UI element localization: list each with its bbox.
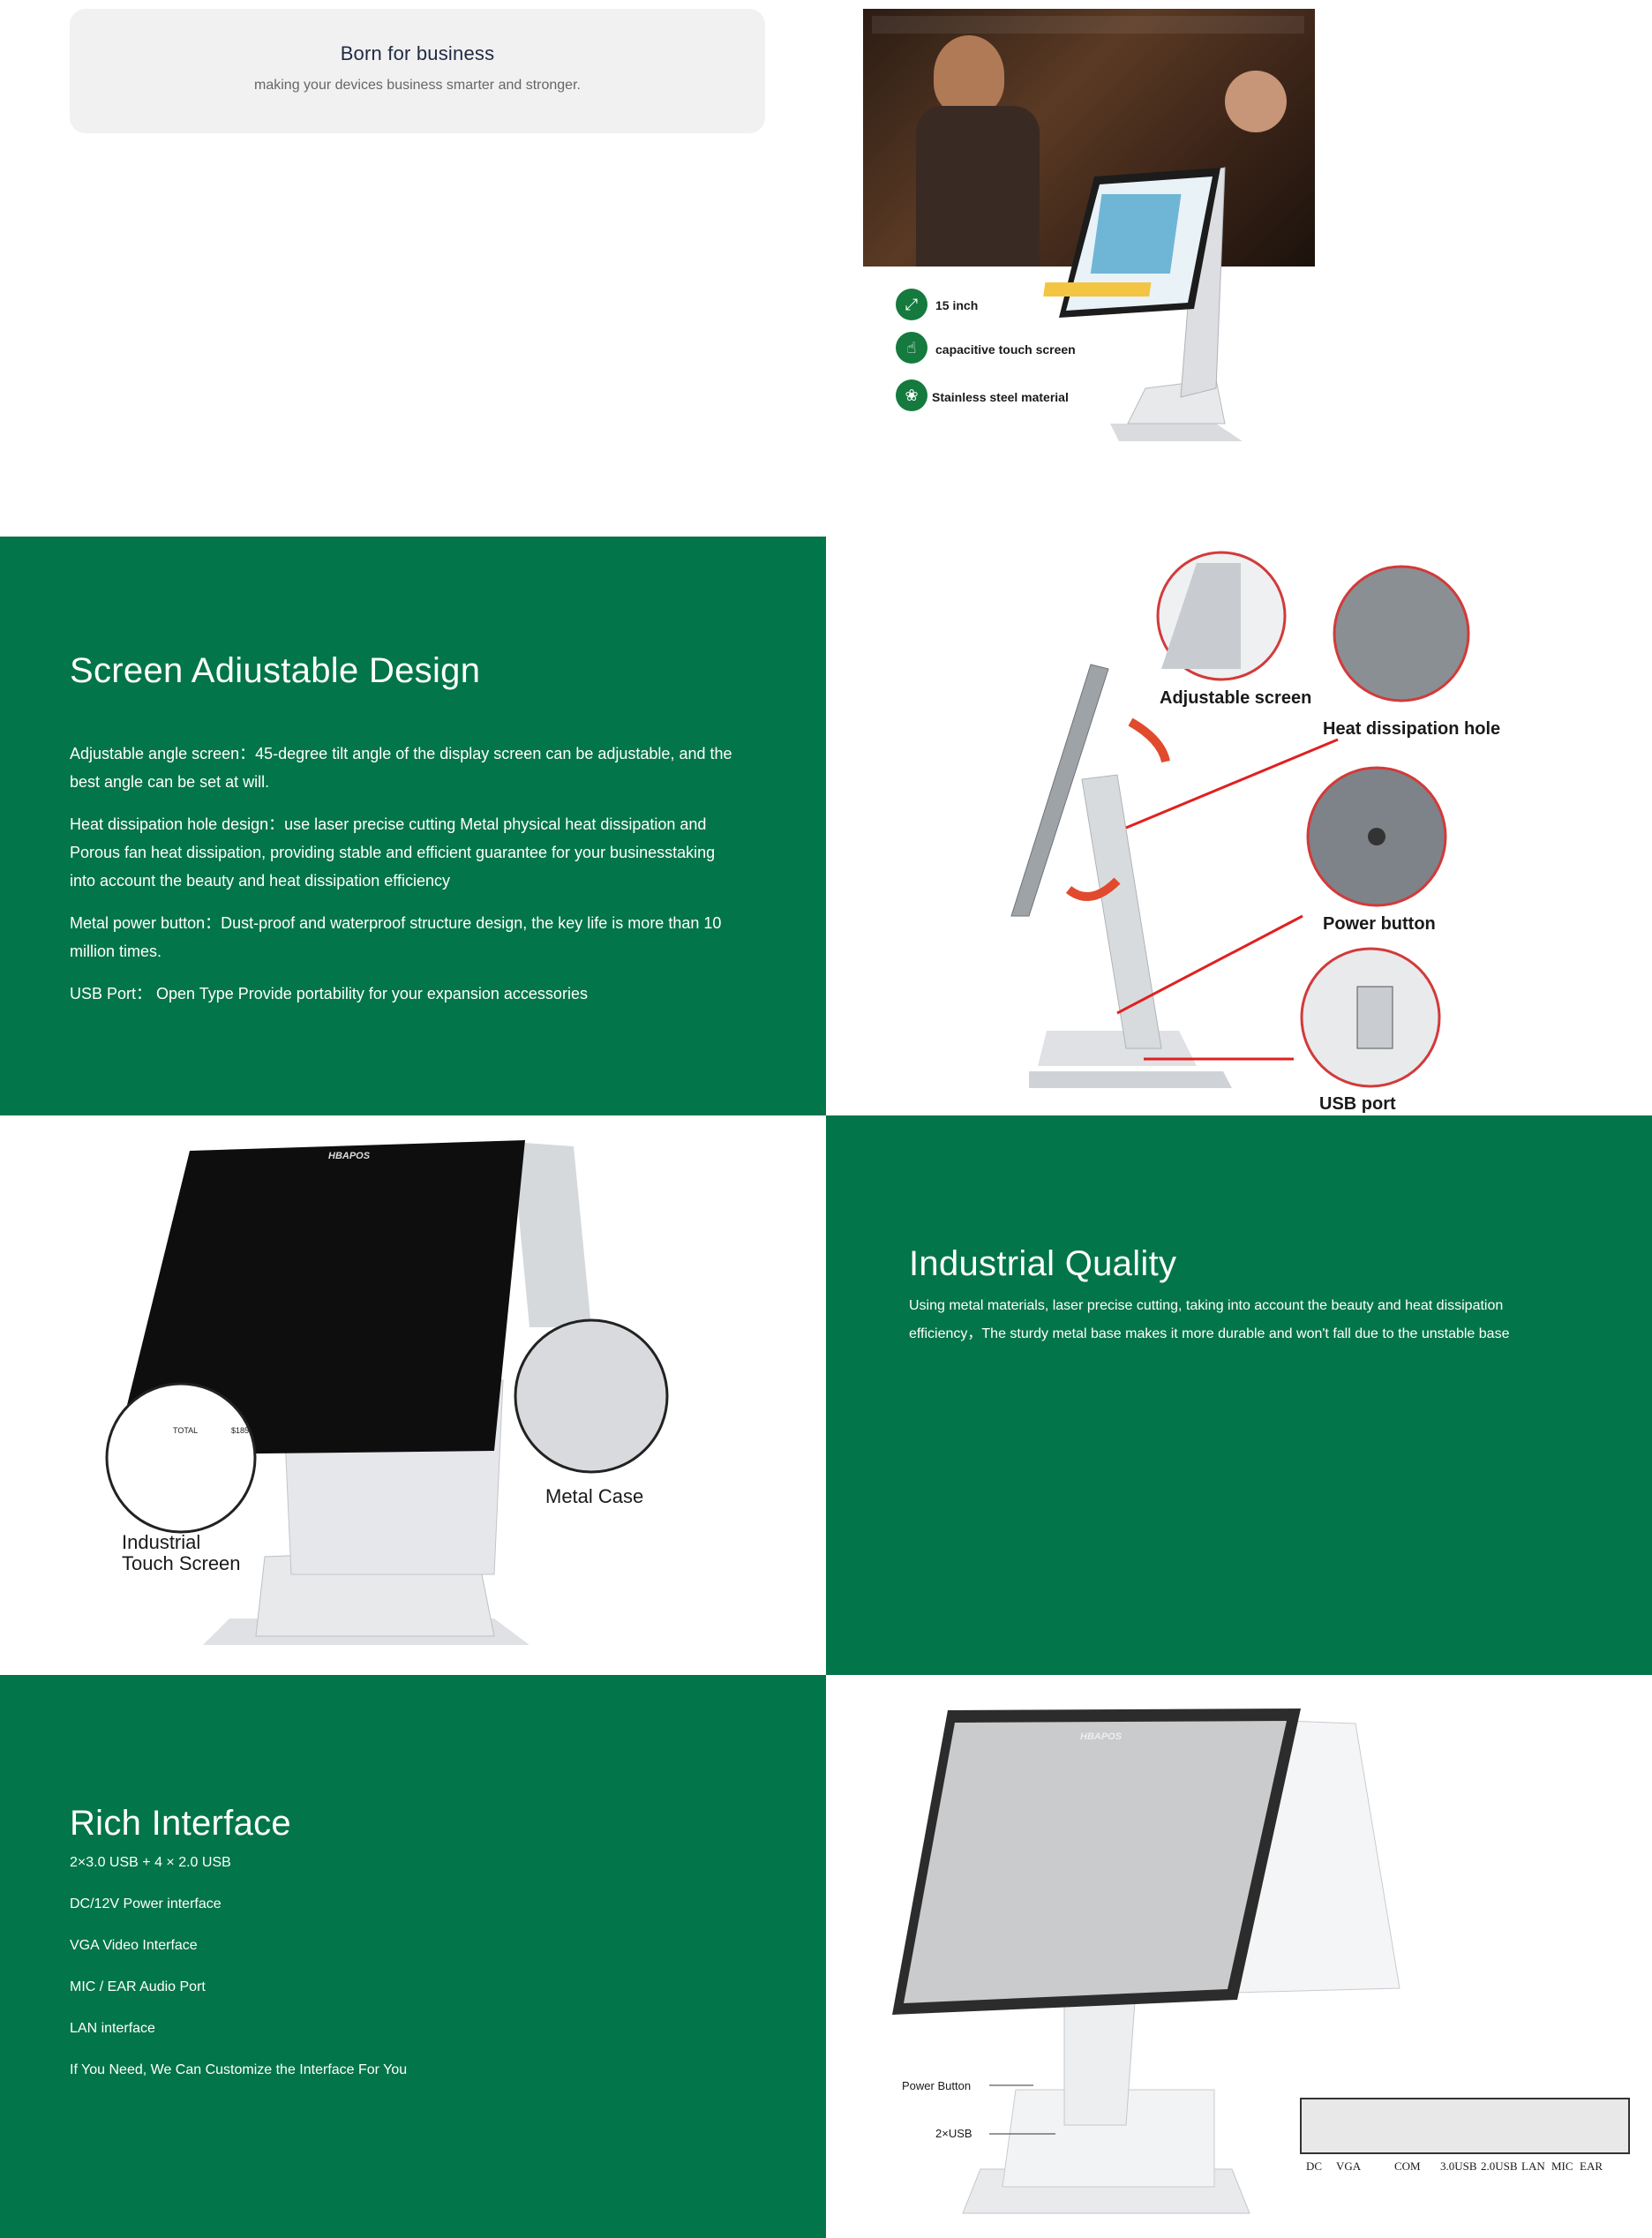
customer-figure [1225,71,1287,132]
quality-image-panel: HBAPOS TOTAL $185 Metal Case Industrial … [0,1115,826,1675]
power-button-callout: Power Button [902,2079,972,2092]
interface-section: Rich Interface 2×3.0 USB + 4 × 2.0 USB D… [0,1675,1652,2238]
port-label-vga: VGA [1336,2159,1362,2173]
hero-subtitle: making your devices business smarter and… [254,78,581,93]
pos-hero-image: ⤢ 15 inch ☝ capacitive touch screen ❀ St… [863,9,1315,447]
interface-item: MIC / EAR Audio Port [70,1979,206,1994]
touch-icon: ☝ [896,332,927,364]
adjustable-paragraph: Metal power button：Dust-proof and waterp… [70,914,722,960]
port-label-usb2: 2.0USB [1481,2159,1518,2173]
feature-label: Stainless steel material [932,390,1069,404]
port-label-dc: DC [1306,2159,1323,2173]
touch-screen-label-line2: Touch Screen [122,1552,241,1574]
receipt-total: TOTAL [173,1426,199,1435]
adjustable-title: Screen Adiustable Design [70,651,481,690]
material-icon: ❀ [896,379,927,411]
adjustable-section: Screen Adiustable Design Adjustable angl… [0,537,1652,1115]
hero-title: Born for business [340,42,495,64]
interface-item: 2×3.0 USB + 4 × 2.0 USB [70,1855,231,1870]
interface-item: If You Need, We Can Customize the Interf… [70,2062,408,2077]
brand-logo: HBAPOS [1080,1731,1123,1742]
interface-title: Rich Interface [70,1804,291,1843]
adjustable-paragraph: Heat dissipation hole design：use laser p… [70,815,716,890]
quality-diagram [105,1140,669,1645]
quality-text-panel: Industrial Quality Using metal materials… [826,1115,1652,1675]
adjustable-image-panel: Adjustable screen Heat dissipation hole … [826,537,1652,1115]
menu-board [872,16,1304,34]
quality-title: Industrial Quality [909,1244,1177,1283]
port-label-ear: EAR [1580,2159,1603,2173]
interface-item: DC/12V Power interface [70,1896,222,1911]
quality-paragraph: Using metal materials, laser precise cut… [909,1298,1510,1341]
adjustable-diagram [1010,551,1470,1088]
cashier-apron [916,106,1040,267]
adjustable-body: Adjustable angle screen：45-degree tilt a… [70,740,740,1022]
pos-terminal-drawing [1043,167,1243,441]
interface-image-panel: HBAPOS Power Button 2×USB DC VGA COM 3.0… [826,1675,1652,2238]
hero-card: Born for business making your devices bu… [70,9,765,133]
brand-logo: HBAPOS [328,1151,371,1161]
port-label-com: COM [1394,2159,1421,2173]
port-label-lan: LAN [1521,2159,1545,2173]
usb-callout: 2×USB [935,2127,972,2140]
adjustable-paragraph: USB Port： Open Type Provide portability … [70,985,588,1003]
feature-label: capacitive touch screen [935,342,1076,357]
receipt-amount: $185 [231,1426,250,1435]
power-button-label: Power button [1323,914,1436,934]
touch-screen-label: Industrial Touch Screen [122,1532,241,1574]
resize-icon: ⤢ [896,289,927,320]
adjustable-text-panel: Screen Adiustable Design Adjustable angl… [0,537,826,1115]
cashier-figure [934,35,1004,115]
quality-section: HBAPOS TOTAL $185 Metal Case Industrial … [0,1115,1652,1675]
port-labels: DC VGA COM 3.0USB 2.0USB LAN MIC EAR [1306,2159,1624,2174]
port-label-usb3: 3.0USB [1440,2159,1477,2173]
hero-section: Born for business making your devices bu… [0,0,1652,537]
port-label-mic: MIC [1551,2159,1573,2173]
metal-case-label: Metal Case [545,1485,644,1507]
adjustable-screen-label: Adjustable screen [1160,688,1312,708]
interface-list: 2×3.0 USB + 4 × 2.0 USB DC/12V Power int… [70,1855,407,2104]
interface-item: LAN interface [70,2021,155,2036]
adjustable-paragraph: Adjustable angle screen：45-degree tilt a… [70,745,732,791]
interface-text-panel: Rich Interface 2×3.0 USB + 4 × 2.0 USB D… [0,1675,826,2238]
interface-diagram [892,1709,1630,2214]
usb-port-label: USB port [1319,1094,1396,1114]
quality-body: Using metal materials, laser precise cut… [909,1292,1580,1348]
heat-hole-label: Heat dissipation hole [1323,719,1501,739]
interface-item: VGA Video Interface [70,1938,198,1953]
feature-label: 15 inch [935,298,979,312]
touch-screen-label-line1: Industrial [122,1531,201,1553]
